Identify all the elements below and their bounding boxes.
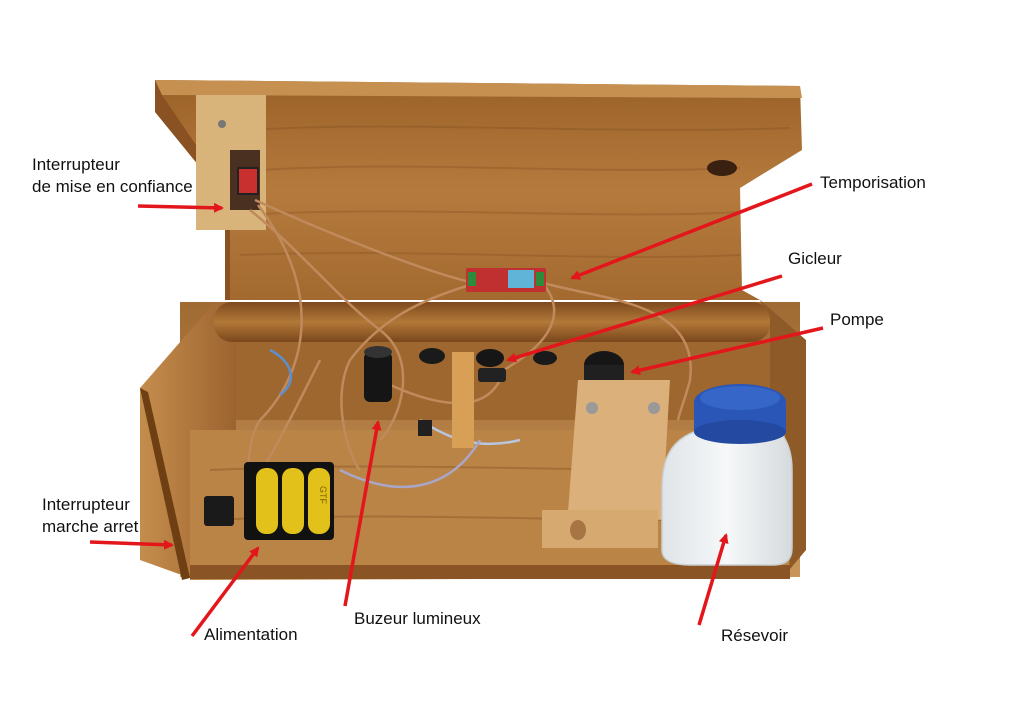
arrow-trust-switch (137, 202, 224, 213)
arrow-power (190, 546, 260, 638)
water-tank (661, 384, 793, 566)
label-onoff-switch: Interrupteur marche arret (42, 494, 138, 538)
label-pump: Pompe (830, 310, 884, 329)
label-buzzer: Buzeur lumineux (354, 609, 481, 628)
label-trust-switch-line2: de mise en confiance (32, 177, 193, 196)
label-power: Alimentation (204, 625, 298, 644)
label-tank: Résevoir (721, 626, 789, 645)
arrow-nozzle (506, 274, 783, 363)
pump-mount-board (542, 380, 670, 548)
box-lid (155, 80, 802, 300)
arrow-pump (630, 326, 824, 376)
pump (584, 351, 624, 383)
timer-module (466, 268, 546, 292)
battery-brand-text: GTF (318, 486, 328, 504)
small-switch (418, 420, 432, 436)
annotation-arrows (89, 182, 824, 638)
box-rail (214, 302, 770, 342)
panel-hole (419, 348, 445, 364)
arrow-buzzer (343, 420, 382, 607)
trust-switch (237, 167, 259, 195)
arrow-onoff-switch (89, 539, 174, 550)
label-onoff-switch-line2: marche arret (42, 517, 139, 536)
nozzle (476, 349, 506, 382)
buzzer (364, 346, 392, 402)
label-timer: Temporisation (820, 173, 926, 192)
label-nozzle: Gicleur (788, 249, 842, 268)
lid-hole (707, 160, 737, 176)
arrow-timer (570, 182, 813, 280)
arrow-tank (697, 533, 729, 626)
panel-hole-2 (533, 351, 557, 365)
label-trust-switch: Interrupteur de mise en confiance (32, 154, 193, 198)
wood-post (452, 352, 474, 448)
battery-pack: GTF (244, 462, 334, 540)
label-trust-switch-line1: Interrupteur (32, 155, 120, 174)
onoff-switch (204, 496, 234, 526)
label-onoff-switch-line1: Interrupteur (42, 495, 130, 514)
